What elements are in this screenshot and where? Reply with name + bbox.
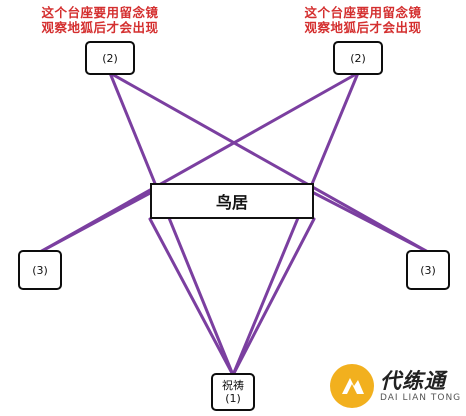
logo-text: 代练通 DAI LIAN TONG	[380, 369, 461, 404]
note-left-text: 这个台座要用留念镜 观察地狐后才会出现	[41, 5, 159, 35]
logo: 代练通 DAI LIAN TONG	[330, 356, 466, 416]
pedestal-bottom-number: (1)	[225, 392, 241, 405]
line-topleft-to-bottom	[108, 71, 235, 377]
pedestal-mid-left-label: (3)	[32, 263, 48, 277]
logo-pinyin: DAI LIAN TONG	[380, 392, 462, 403]
pedestal-top-right: (2)	[333, 41, 383, 75]
pedestal-mid-right-label: (3)	[420, 263, 436, 277]
pedestal-bottom: 祝祷 (1)	[211, 373, 255, 411]
logo-name: 代练通	[380, 368, 446, 393]
pedestal-top-left: (2)	[85, 41, 135, 75]
pedestal-top-right-label: (2)	[350, 51, 366, 65]
pedestal-bottom-name: 祝祷	[222, 379, 244, 392]
pedestal-mid-left: (3)	[18, 250, 62, 290]
line-torii-right-to-bottom	[231, 217, 316, 377]
note-right: 这个台座要用留念镜 观察地狐后才会出现	[283, 5, 443, 35]
torii-label: 鸟居	[215, 193, 248, 212]
line-topright-to-bottom	[231, 71, 360, 377]
note-right-text: 这个台座要用留念镜 观察地狐后才会出现	[304, 5, 422, 35]
line-midright-to-torii	[310, 190, 430, 254]
torii-box: 鸟居	[150, 183, 314, 219]
note-left: 这个台座要用留念镜 观察地狐后才会出现	[20, 5, 180, 35]
pedestal-mid-right: (3)	[406, 250, 450, 290]
line-topleft-to-midright	[108, 71, 430, 254]
logo-mark-icon	[330, 364, 374, 408]
line-midleft-to-torii	[38, 190, 154, 254]
line-torii-left-to-bottom	[148, 217, 235, 377]
pedestal-top-left-label: (2)	[102, 51, 118, 65]
